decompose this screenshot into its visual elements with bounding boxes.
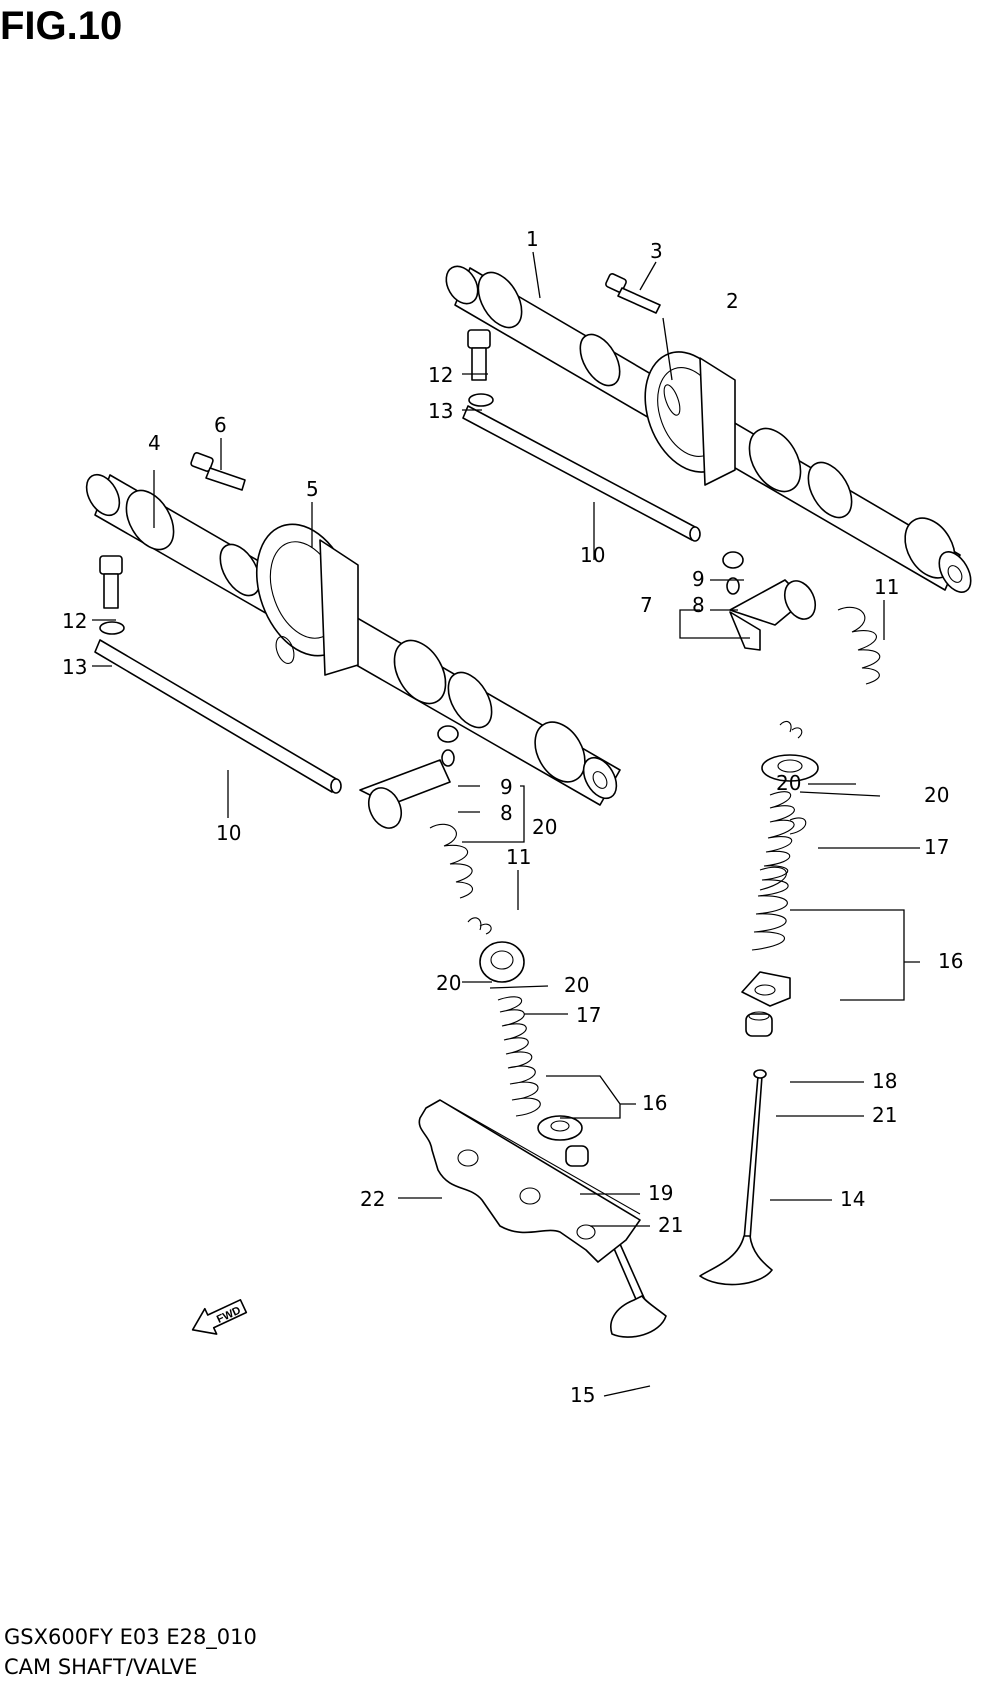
callout-10-lower: 10 [216,821,241,845]
section-name: CAM SHAFT/VALVE [4,1655,198,1679]
spring-seat-right-18 [741,971,791,1007]
callout-6: 6 [214,413,227,437]
callout-8-upper: 8 [692,593,705,617]
callout-21-left: 21 [658,1213,683,1237]
callout-20-right-a: 20 [776,771,801,795]
fwd-label: FWD [215,1304,243,1325]
washer-lower-13 [99,621,125,635]
callout-numbers: 1 3 2 12 13 10 9 7 8 11 4 6 5 12 13 10 9… [62,227,963,1407]
valve-spring-left-16 [497,996,541,1117]
callout-1: 1 [526,227,539,251]
callout-12-lower: 12 [62,609,87,633]
callout-22: 22 [360,1187,385,1211]
callout-11-lower: 11 [506,845,531,869]
callout-12-upper: 12 [428,363,453,387]
valve-guide-plate-22 [418,1099,641,1263]
washer-upper-13 [468,393,494,407]
rocker-shaft-upper-10 [462,405,701,542]
callout-15: 15 [570,1383,595,1407]
callout-9-upper: 9 [692,567,705,591]
forward-direction-arrow: FWD [191,1299,248,1335]
callout-19: 19 [648,1181,673,1205]
spring-seat-left-19 [537,1115,583,1141]
retainer-right-17 [761,754,819,782]
rocker-shaft-lower-10 [94,639,342,794]
bolt-lower-6 [190,452,246,491]
callout-16-right: 16 [938,949,963,973]
valve-spring-lower-11 [429,823,473,899]
cam-sprocket-lower [255,523,359,676]
callout-8-lower: 8 [500,801,513,825]
valve-spring-upper-11 [837,606,881,685]
callout-5: 5 [306,477,319,501]
bolt-lower-12 [99,555,123,609]
leader-lines [92,251,920,1397]
callout-10-upper: 10 [580,543,605,567]
callout-20-right-b: 20 [924,783,949,807]
cam-sprocket-upper [644,351,736,486]
oil-seal-left-21 [565,1145,589,1167]
retainer-left-17 [479,941,525,983]
callout-20-left-b: 20 [564,973,589,997]
valve-exhaust-14 [699,1069,773,1286]
callout-9-lower: 9 [500,775,513,799]
callout-21-right: 21 [872,1103,897,1127]
callout-13-upper: 13 [428,399,453,423]
rocker-arm-upper-7 [722,551,817,651]
callout-7: 7 [640,593,653,617]
cotter-left [467,917,492,935]
bolt-upper-3 [605,273,661,314]
callout-16-left: 16 [642,1091,667,1115]
callout-20-rocker: 20 [532,815,557,839]
callout-14: 14 [840,1187,865,1211]
cotter-right [779,720,803,739]
callout-11-upper: 11 [874,575,899,599]
callout-20-left-a: 20 [436,971,461,995]
oil-seal-right-21 [745,1011,773,1037]
model-code: GSX600FY E03 E28_010 [4,1625,257,1649]
bolt-upper-12 [467,329,491,381]
callout-13-lower: 13 [62,655,87,679]
callout-17-right: 17 [924,835,949,859]
callout-3: 3 [650,239,663,263]
rocker-arm-lower [359,725,459,829]
callout-18: 18 [872,1069,897,1093]
callout-4: 4 [148,431,161,455]
valve-spring-right-16 [751,791,807,951]
callout-17-left: 17 [576,1003,601,1027]
figure-title: FIG.10 [0,4,123,48]
callout-2: 2 [726,289,739,313]
